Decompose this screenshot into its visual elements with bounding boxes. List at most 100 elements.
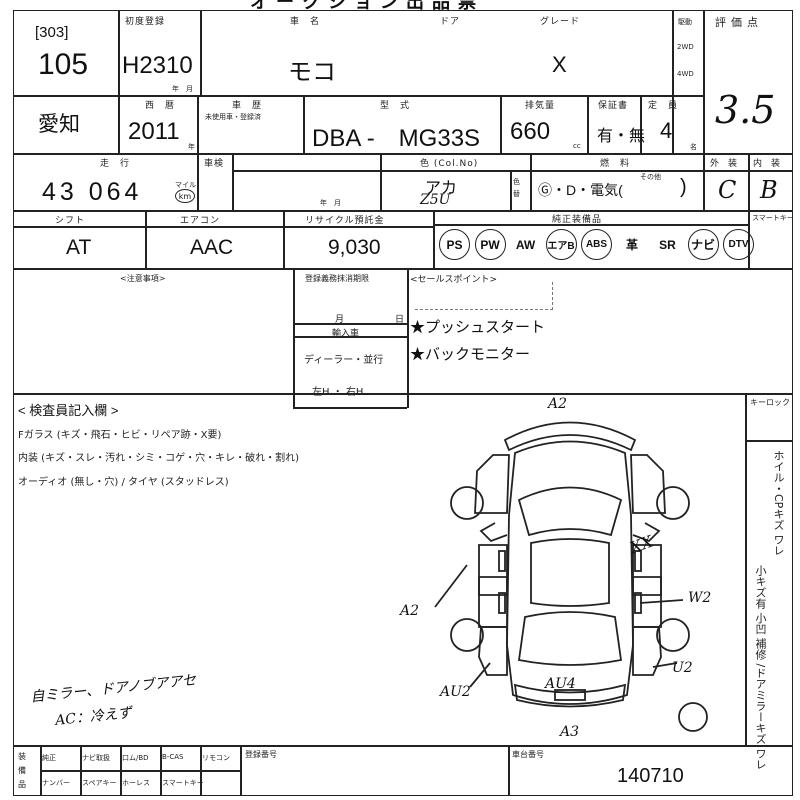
registration-day: 日 bbox=[395, 315, 405, 325]
displacement-value: 660 bbox=[510, 118, 551, 145]
col-divider bbox=[200, 745, 202, 796]
first-registration-sub: 年 月 bbox=[172, 85, 193, 93]
front-bumper bbox=[503, 421, 637, 452]
col-divider bbox=[745, 393, 747, 745]
year-label: 西 暦 bbox=[145, 101, 176, 111]
keylock-label: キーロック bbox=[750, 398, 790, 407]
row-divider-3 bbox=[13, 210, 793, 212]
grade-value: X bbox=[552, 52, 567, 77]
fuel-close: ) bbox=[680, 176, 687, 198]
notes-label: <注意事項> bbox=[120, 274, 166, 283]
col-divider bbox=[380, 153, 382, 210]
cell-divider bbox=[293, 407, 407, 409]
shift-label: シフト bbox=[55, 216, 86, 226]
wheel-rear-right bbox=[656, 618, 690, 652]
sales-points-box bbox=[415, 282, 553, 310]
col-divider bbox=[197, 153, 199, 210]
col-divider bbox=[510, 170, 512, 210]
year-value: 2011 bbox=[128, 118, 180, 145]
aircon-label: エアコン bbox=[180, 216, 221, 226]
wheel-front-right bbox=[656, 486, 690, 520]
col-divider bbox=[118, 10, 120, 153]
warranty-label: 保証書 bbox=[598, 101, 629, 111]
footer-equipment-cell: ナンバー bbox=[42, 779, 70, 787]
equipment-item: ABS bbox=[581, 229, 612, 260]
cell-divider bbox=[745, 440, 793, 442]
col-divider bbox=[587, 95, 589, 153]
footer-equipment-cell: スマートキー bbox=[162, 779, 204, 787]
col-divider bbox=[283, 210, 285, 268]
inspector-line-2: 内装 (キズ・スレ・汚れ・シミ・コゲ・穴・キレ・破れ・割れ) bbox=[18, 453, 299, 464]
exterior-value: C bbox=[718, 176, 737, 204]
drive-2wd: 2WD bbox=[677, 43, 694, 51]
col-divider bbox=[145, 210, 147, 268]
color-value: アカ bbox=[425, 180, 458, 197]
col-divider bbox=[240, 745, 242, 796]
roof bbox=[530, 538, 610, 607]
first-registration-label: 初度登録 bbox=[125, 17, 166, 27]
capacity-value: 4 bbox=[660, 118, 673, 143]
color-label: 色 (Col.No) bbox=[420, 159, 479, 169]
side-note-2: 小キズ有 小凹 補修 /ドアミラーキズ ワレ bbox=[754, 565, 767, 770]
equipment-item: SR bbox=[659, 237, 676, 252]
col-divider bbox=[120, 745, 122, 796]
footer-equipment-cell: ホーレス bbox=[122, 779, 150, 787]
history-sub: 未使用車・登録済 bbox=[205, 113, 261, 121]
auction-code: [303] bbox=[35, 24, 69, 41]
col-divider bbox=[703, 10, 705, 210]
mark-front: A2 bbox=[548, 396, 568, 412]
smartkey-label: スマートキー bbox=[752, 214, 794, 222]
fuel-value: Ⓖ・D・電気( bbox=[538, 182, 623, 198]
displacement-unit: cc bbox=[573, 142, 581, 150]
rating-value: 3.5 bbox=[715, 88, 776, 132]
row-divider-6 bbox=[13, 745, 793, 747]
equipment-item: PW bbox=[474, 229, 506, 260]
inspection-label: 車検 bbox=[204, 159, 225, 169]
lot-number: 105 bbox=[38, 48, 89, 81]
left-front-fender bbox=[474, 454, 510, 514]
cell-divider bbox=[433, 224, 748, 226]
right-rear-door bbox=[632, 576, 662, 628]
drive-label: 駆動 bbox=[678, 18, 692, 26]
rear-window bbox=[517, 611, 623, 666]
col-divider bbox=[748, 153, 750, 210]
windshield bbox=[517, 486, 623, 537]
row-divider-4 bbox=[13, 268, 793, 270]
recycle-value: 9,030 bbox=[328, 236, 381, 259]
col-divider bbox=[200, 10, 202, 95]
left-front-door bbox=[478, 544, 508, 596]
car-name-value: モコ bbox=[288, 59, 336, 86]
registration-label: 登録義務抹消期限 bbox=[305, 274, 369, 283]
mark-right-mid: W2 bbox=[688, 590, 712, 606]
footer-equipment-cell: 口ム/BD bbox=[122, 754, 149, 762]
import-steering: 左H ・ 右H bbox=[312, 387, 364, 398]
grade-label: グレード bbox=[540, 17, 581, 27]
fuel-other: その他 bbox=[640, 173, 661, 181]
left-rear-door bbox=[478, 576, 508, 628]
sheet-title: オークション出品票 bbox=[250, 0, 484, 13]
right-mirror bbox=[632, 522, 661, 543]
sales-point-1: ★プッシュスタート bbox=[410, 319, 546, 336]
year-unit: 年 bbox=[188, 143, 195, 151]
col-divider bbox=[407, 268, 409, 408]
wheel-rear-left bbox=[450, 618, 484, 652]
fuel-label: 燃 料 bbox=[600, 159, 631, 169]
aircon-value: AAC bbox=[190, 236, 234, 259]
chassis-number-label: 車台番号 bbox=[512, 750, 544, 759]
inspector-line-3: オーディオ (無し・穴) / タイヤ (スタッドレス) bbox=[18, 477, 229, 488]
cell-divider bbox=[293, 336, 407, 338]
capacity-unit: 名 bbox=[690, 143, 697, 151]
inspector-label: < 検査員記入欄 > bbox=[18, 403, 119, 418]
car-diagram bbox=[434, 421, 708, 732]
car-name-label: 車 名 bbox=[290, 17, 321, 27]
col-divider bbox=[433, 210, 435, 268]
equipment-item: エアB bbox=[545, 229, 577, 260]
registration-month: 月 bbox=[335, 315, 345, 325]
sheet-frame bbox=[13, 10, 793, 796]
side-note-1: ホイル・CPキズ ワレ bbox=[772, 450, 785, 556]
row-divider-1 bbox=[13, 95, 703, 97]
col-divider bbox=[160, 745, 162, 796]
mark-right-rear: U2 bbox=[672, 660, 693, 676]
import-dealer: ディーラー・並行 bbox=[304, 355, 384, 366]
equipment-item: AW bbox=[515, 237, 536, 252]
